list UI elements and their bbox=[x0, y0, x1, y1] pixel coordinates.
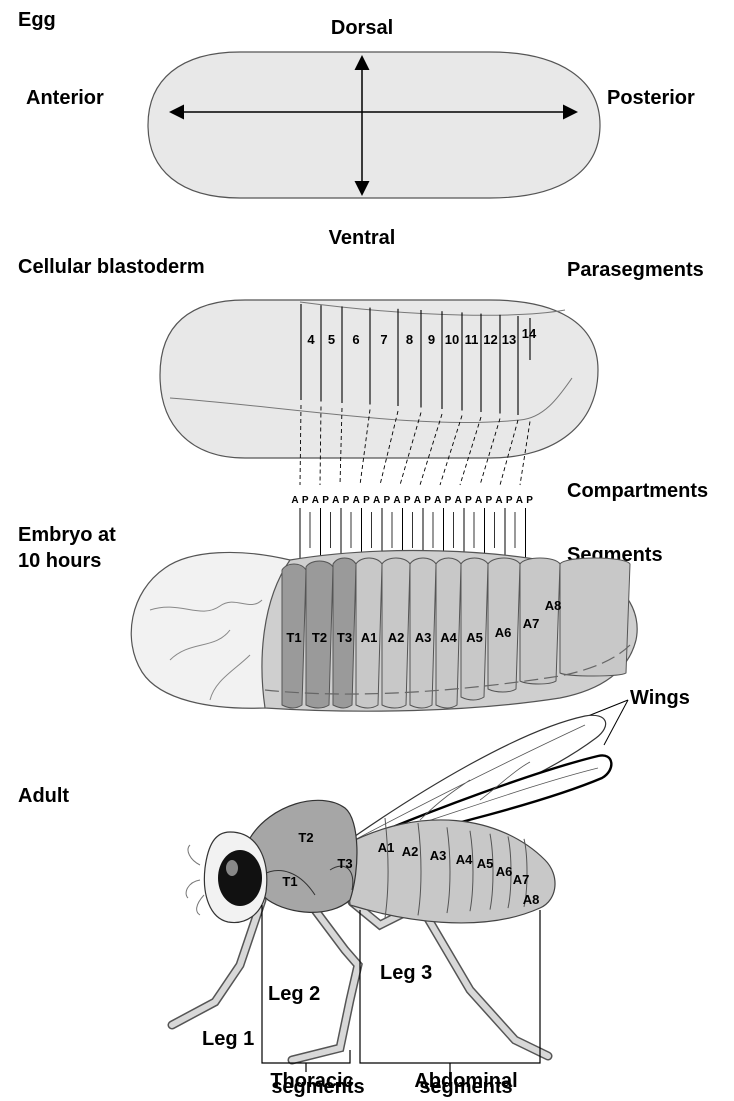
compartment-letter: A bbox=[291, 495, 298, 506]
adult-segment-label: A5 bbox=[477, 856, 494, 871]
thoracic-line2: segments bbox=[271, 1076, 364, 1098]
egg-section: Egg Dorsal Anterior Posterior Ventral bbox=[18, 9, 695, 249]
adult-segment-label: A1 bbox=[378, 840, 395, 855]
parasegments-label: Parasegments bbox=[567, 259, 704, 281]
adult-segment-label: A8 bbox=[523, 892, 540, 907]
compartment-letter: A bbox=[353, 495, 360, 506]
compartment-letter: A bbox=[312, 495, 319, 506]
compartment-letter: P bbox=[322, 495, 329, 506]
embryo-segment-label: A3 bbox=[415, 630, 432, 645]
egg-shape bbox=[148, 52, 600, 198]
embryo-segment-label: A4 bbox=[440, 630, 457, 645]
compartment-letter: P bbox=[485, 495, 492, 506]
compartment-letter: P bbox=[465, 495, 472, 506]
compartment-letter: A bbox=[434, 495, 441, 506]
adult-segment-label: A3 bbox=[430, 848, 447, 863]
embryo-title-line1: Embryo at bbox=[18, 524, 116, 546]
compartment-letter: P bbox=[445, 495, 452, 506]
leg-2-label: Leg 2 bbox=[268, 983, 320, 1005]
compartment-letter: A bbox=[393, 495, 400, 506]
posterior-label: Posterior bbox=[607, 87, 695, 109]
embryo-segment-label: A2 bbox=[388, 630, 405, 645]
leg-1-label: Leg 1 bbox=[202, 1028, 254, 1050]
embryo-segment-label: T2 bbox=[312, 630, 327, 645]
parasegment-number: 10 bbox=[445, 332, 459, 347]
leg-3-label: Leg 3 bbox=[380, 962, 432, 984]
compartment-letter: P bbox=[343, 495, 350, 506]
compartment-letter: A bbox=[373, 495, 380, 506]
adult-segment-label: A2 bbox=[402, 844, 419, 859]
compartment-letter: P bbox=[404, 495, 411, 506]
abdominal-line2: segments bbox=[419, 1076, 512, 1098]
parasegment-number: 13 bbox=[502, 332, 516, 347]
compartment-letter: A bbox=[414, 495, 421, 506]
ventral-label: Ventral bbox=[329, 227, 396, 249]
parasegment-number: 6 bbox=[352, 332, 359, 347]
compartment-letter: P bbox=[506, 495, 513, 506]
compartment-letter: P bbox=[424, 495, 431, 506]
parasegment-number: 12 bbox=[483, 332, 497, 347]
blastoderm-title: Cellular blastoderm bbox=[18, 256, 205, 278]
adult-segment-label: T2 bbox=[298, 830, 313, 845]
compartments-label: Compartments bbox=[567, 480, 708, 502]
embryo-section: Compartments Embryo at 10 hours Segments… bbox=[18, 480, 708, 711]
compartment-letter: P bbox=[363, 495, 370, 506]
embryo-segment-label: T3 bbox=[337, 630, 352, 645]
compartment-letter: A bbox=[495, 495, 502, 506]
blastoderm-shape bbox=[160, 300, 598, 458]
parasegment-number: 5 bbox=[328, 332, 335, 347]
compartment-letter: A bbox=[455, 495, 462, 506]
parasegment-number: 4 bbox=[307, 332, 315, 347]
compound-eye bbox=[218, 850, 262, 906]
compartment-letter: A bbox=[475, 495, 482, 506]
wings-label: Wings bbox=[630, 687, 690, 709]
embryo-segment-label: A1 bbox=[361, 630, 378, 645]
compartment-letter: A bbox=[332, 495, 339, 506]
embryo-title-line2: 10 hours bbox=[18, 550, 101, 572]
parasegment-number: 8 bbox=[406, 332, 413, 347]
embryo-segment bbox=[560, 558, 630, 676]
compartment-letter: P bbox=[526, 495, 533, 506]
embryo-segment-label: T1 bbox=[286, 630, 301, 645]
adult-title: Adult bbox=[18, 785, 69, 807]
adult-segment-label: A7 bbox=[513, 872, 530, 887]
adult-segment-label: A6 bbox=[496, 864, 513, 879]
parasegment-number: 14 bbox=[522, 326, 537, 341]
embryo-segment-label: A6 bbox=[495, 625, 512, 640]
embryo-segment-label: A8 bbox=[545, 598, 562, 613]
parasegment-number: 11 bbox=[465, 332, 479, 347]
anterior-label: Anterior bbox=[26, 87, 104, 109]
compartment-letter: A bbox=[516, 495, 523, 506]
adult-segment-label: T1 bbox=[282, 874, 297, 889]
parasegment-number: 9 bbox=[428, 332, 435, 347]
compartment-letter: P bbox=[383, 495, 390, 506]
embryo-segment-label: A5 bbox=[466, 630, 483, 645]
dorsal-label: Dorsal bbox=[331, 17, 393, 39]
egg-title: Egg bbox=[18, 9, 56, 31]
embryo-segment-label: A7 bbox=[523, 616, 540, 631]
parasegment-number: 7 bbox=[380, 332, 387, 347]
embryo-segment bbox=[461, 558, 488, 700]
compartment-letter: P bbox=[302, 495, 309, 506]
adult-segment-label: T3 bbox=[337, 856, 352, 871]
adult-segment-label: A4 bbox=[456, 852, 473, 867]
